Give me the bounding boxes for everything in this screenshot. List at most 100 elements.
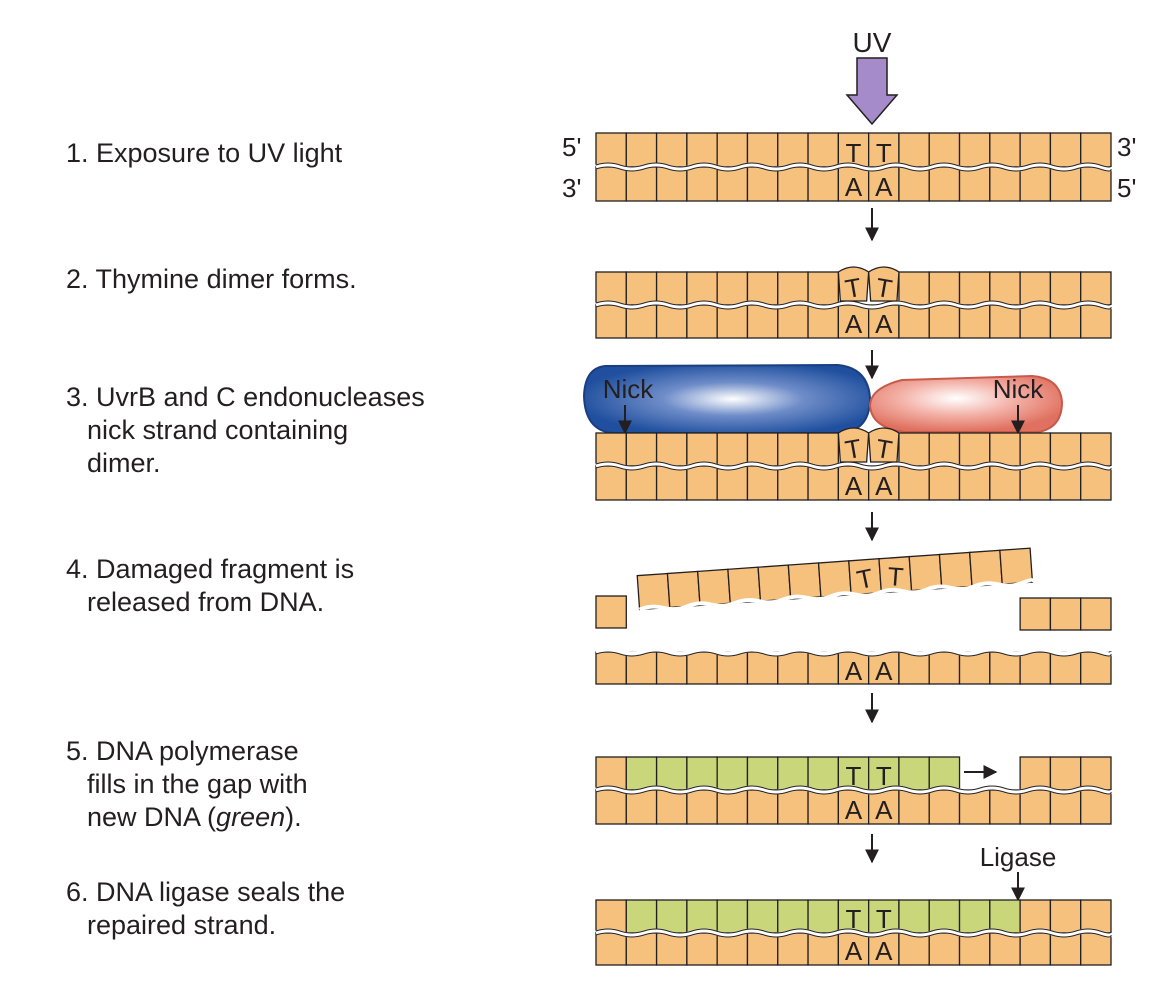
row4-bottom-edge-line xyxy=(595,651,1112,657)
row4-bottom-block xyxy=(716,651,749,685)
row4-bottom-block xyxy=(898,651,930,685)
row1-top-block xyxy=(898,132,930,168)
row1-top-block xyxy=(958,132,991,168)
step-6-label: 6. DNA ligase seals the repaired strand. xyxy=(66,876,546,942)
row3-bottom-block xyxy=(989,465,1021,501)
step-3-line-1: 3. UvrB and C endonucleases xyxy=(66,382,425,412)
row6-bottom-block xyxy=(1049,932,1082,966)
row2-bottom-block xyxy=(686,304,718,339)
step-3-line-2: nick strand containing xyxy=(87,415,349,445)
row2-bottom-block xyxy=(989,304,1021,339)
row6-top-block xyxy=(625,899,658,934)
row6-bottom-block xyxy=(746,932,779,966)
row3-bottom-block xyxy=(716,465,749,501)
right-stub-block xyxy=(1049,597,1082,631)
row6-bottom-block xyxy=(595,932,627,966)
row6-bottom-block xyxy=(928,932,961,966)
three-prime-left-label: 3' xyxy=(562,173,581,203)
three-prime-right-label: 3' xyxy=(1117,132,1136,162)
row2-bottom-block xyxy=(716,304,749,339)
row5-seam-line-top xyxy=(595,785,1112,791)
row6-top-block xyxy=(837,899,870,934)
row2-top-block xyxy=(928,271,961,306)
row3-top-block xyxy=(807,432,840,467)
row6-top-block xyxy=(655,899,688,934)
row1-top-block xyxy=(716,132,749,168)
row6-bottom-block xyxy=(867,932,900,966)
row2-thymine-dimer: T xyxy=(874,272,895,304)
row3-top-block xyxy=(1049,432,1082,467)
row2-seam-white xyxy=(595,300,1114,310)
row1-top-block xyxy=(746,132,779,168)
row5-top-block xyxy=(595,756,627,791)
row1-adenine: A xyxy=(875,172,893,202)
row6-top-block xyxy=(928,899,961,934)
row4-bottom-block xyxy=(837,651,870,685)
step-4-line-1: 4. Damaged fragment is xyxy=(66,554,355,584)
row5-adenine: A xyxy=(875,795,893,825)
row1-top-block xyxy=(777,132,809,168)
step-6-line-2: repaired strand. xyxy=(87,910,277,940)
row1-thymine: T xyxy=(876,138,892,168)
row1-seam-line-top xyxy=(595,162,1112,168)
row3-top-block xyxy=(928,432,961,467)
row4-bottom-block xyxy=(1049,651,1082,685)
row1-top-block xyxy=(1049,132,1082,168)
row2-bottom-block xyxy=(595,304,627,339)
row5-seam-line-bottom xyxy=(595,789,1112,795)
row4-bottom-block xyxy=(625,651,658,685)
step-5-label: 5. DNA polymerase fills in the gap with … xyxy=(66,735,546,834)
row1-top-block xyxy=(655,132,688,168)
row1-top-block xyxy=(807,132,840,168)
row1-bottom-block xyxy=(837,166,870,202)
row3-top-block xyxy=(746,432,779,467)
row6-bottom-block xyxy=(958,932,991,966)
row4-bottom-block xyxy=(595,651,627,685)
row2-bottom-block xyxy=(1080,304,1112,339)
row6-top-block xyxy=(898,899,930,934)
row3-seam-line-top xyxy=(595,461,1112,467)
row1-bottom-block xyxy=(746,166,779,202)
step-1-line-1: 1. Exposure to UV light xyxy=(66,138,343,168)
row6-top-block xyxy=(686,899,718,934)
step-4-line-2: released from DNA. xyxy=(87,587,325,617)
fragment-block xyxy=(968,549,1003,588)
step-2-line-1: 2. Thymine dimer forms. xyxy=(66,264,357,294)
row6-bottom-block xyxy=(625,932,658,966)
row2-top-block xyxy=(595,271,627,306)
row1-top-block xyxy=(595,132,627,168)
row5-bottom-block xyxy=(777,789,809,825)
row4-bottom-edge-white xyxy=(595,647,1114,657)
row3-top-block xyxy=(1019,432,1052,467)
row4-adenine: A xyxy=(875,656,893,686)
row4-bottom-block xyxy=(928,651,961,685)
row2-bottom-block xyxy=(746,304,779,339)
step-5-line-2: fills in the gap with xyxy=(87,769,308,799)
step-2-label: 2. Thymine dimer forms. xyxy=(66,263,546,296)
row4-adenine: A xyxy=(845,656,863,686)
row3-bottom-block xyxy=(807,465,840,501)
row2-bottom-block xyxy=(777,304,809,339)
row4-bottom-block xyxy=(807,651,840,685)
step-3-label: 3. UvrB and C endonucleases nick strand … xyxy=(66,381,546,480)
row5-top-block xyxy=(655,756,688,791)
step-4-label: 4. Damaged fragment is released from DNA… xyxy=(66,553,546,619)
row3-bottom-block xyxy=(1080,465,1112,501)
row3-top-block xyxy=(989,432,1021,467)
row2-adenine: A xyxy=(875,309,893,339)
row4-bottom-block xyxy=(777,651,809,685)
row4-bottom-block xyxy=(1080,651,1112,685)
row2-bottom-block xyxy=(1049,304,1082,339)
row6-top-block xyxy=(716,899,749,934)
row3-dimer-block xyxy=(867,427,900,463)
row2-bottom-block xyxy=(898,304,930,339)
row5-thymine: T xyxy=(846,761,862,791)
row5-top-block xyxy=(1080,756,1112,791)
row5-bottom-block xyxy=(655,789,688,825)
row3-top-block xyxy=(595,432,627,467)
step-5-trailing: ). xyxy=(285,802,302,832)
row1-adenine: A xyxy=(845,172,863,202)
row2-top-block xyxy=(686,271,718,306)
